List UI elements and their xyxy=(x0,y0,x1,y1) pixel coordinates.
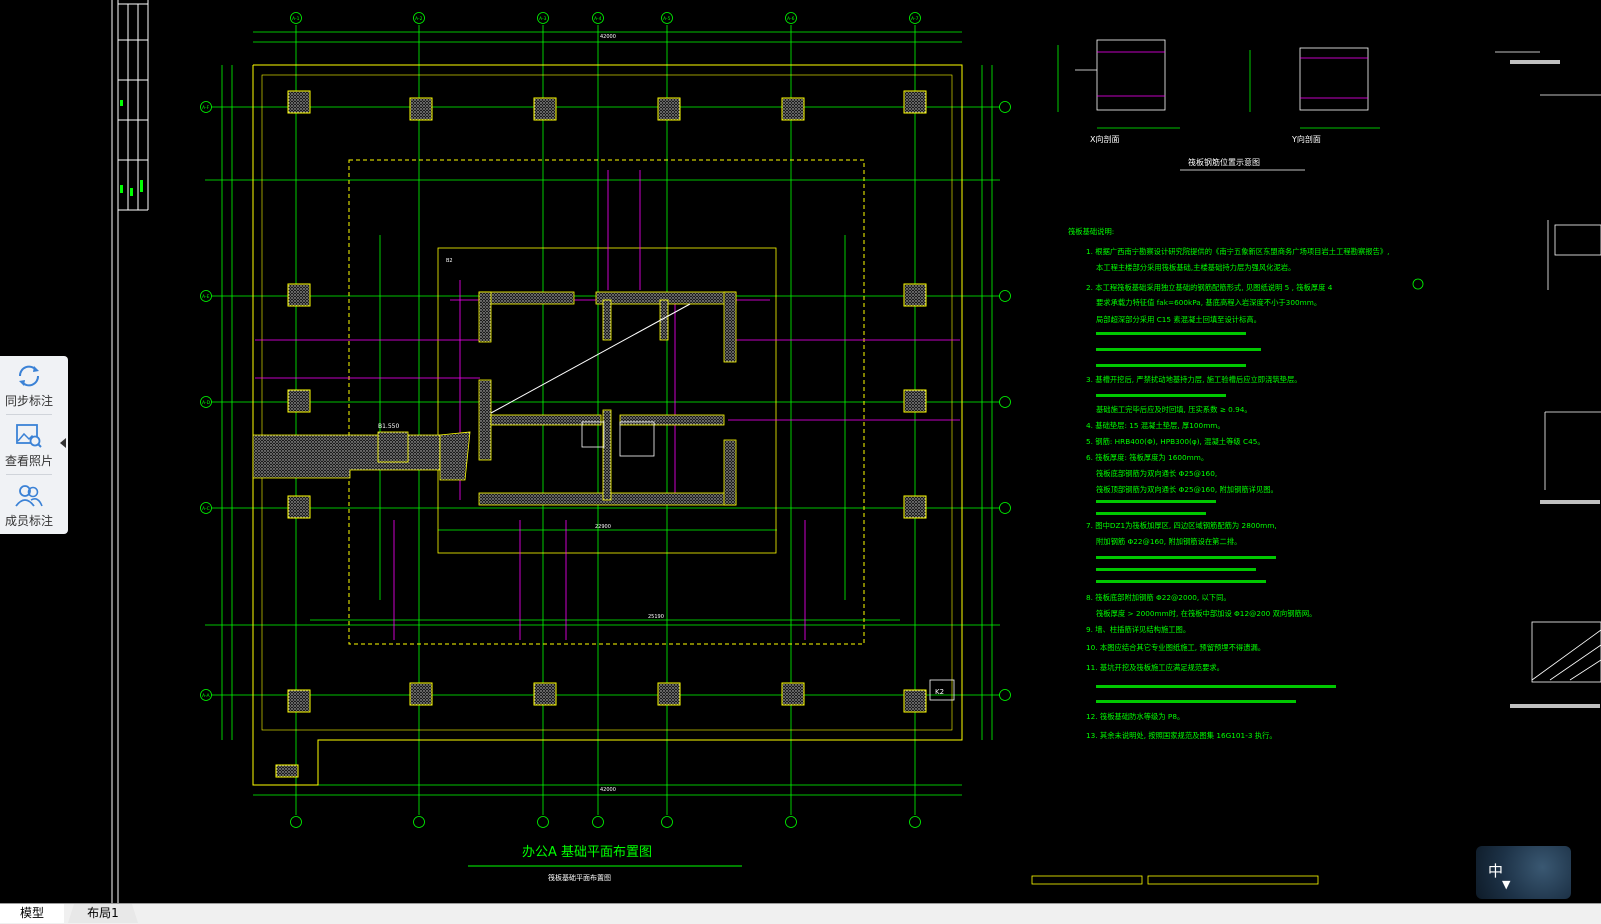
right-partial-details xyxy=(1495,51,1601,683)
sync-icon xyxy=(18,365,40,387)
side-tool-panel: 同步标注 查看照片 成员标注 xyxy=(0,356,68,534)
bottom-legend-bars xyxy=(1031,875,1319,885)
notes-title: 筏板基础说明: xyxy=(1068,227,1114,236)
axis-labels: A-1 A-2 A-3 A-4 A-5 A-6 A-7 A-F A-E A-D … xyxy=(202,16,919,699)
mark-b2: B2 xyxy=(446,258,453,264)
columns xyxy=(275,90,927,778)
axis-top-5: A-5 xyxy=(663,16,671,22)
tab-model[interactable]: 模型 xyxy=(0,904,64,923)
k2-mark xyxy=(929,679,955,701)
title-block xyxy=(111,0,149,903)
member-annotation-label: 成员标注 xyxy=(4,514,53,528)
note-5: 5. 钢筋: HRB400(Φ), HPB300(φ), 混凝土等级 C45。 xyxy=(1086,437,1265,446)
axis-top-2: A-2 xyxy=(415,16,423,22)
section-y-label: Y向剖面 xyxy=(1291,134,1321,144)
view-photo-button[interactable]: 查看照片 xyxy=(0,416,58,472)
note-9: 9. 墙、柱插筋详见结构施工图。 xyxy=(1086,625,1190,634)
dim-inner-x: 22900 xyxy=(595,524,611,530)
right-label-bar-2 xyxy=(1540,500,1600,504)
axis-top-1: A-1 xyxy=(292,16,300,22)
axis-side-c: A-C xyxy=(202,506,210,512)
core-openings xyxy=(581,421,655,457)
axis-top-7: A-7 xyxy=(911,16,919,22)
raft-outline xyxy=(252,64,963,786)
axis-top-6: A-6 xyxy=(787,16,795,22)
axis-side-d: A-D xyxy=(202,400,211,406)
notes-filler-lines xyxy=(1096,332,1336,703)
axis-side-a: A-A xyxy=(202,693,211,699)
axis-top-4: A-4 xyxy=(594,16,602,22)
note-6c: 筏板顶部钢筋为双向通长 Φ25@160, 附加钢筋详见图。 xyxy=(1096,485,1278,494)
dim-core-x: 25190 xyxy=(648,614,664,620)
members-icon xyxy=(15,485,43,507)
collapse-panel-arrow-icon[interactable] xyxy=(60,438,66,448)
dimension-lines xyxy=(221,31,993,796)
note-12: 12. 筏板基础防水等级为 P8。 xyxy=(1086,712,1184,721)
axis-side-e: A-E xyxy=(202,294,210,300)
member-annotation-button[interactable]: 成员标注 xyxy=(0,476,58,532)
note-6: 6. 筏板厚度: 筏板厚度为 1600mm。 xyxy=(1086,453,1208,462)
note-7b: 附加钢筋 Φ22@160, 附加钢筋设在第二排。 xyxy=(1096,537,1241,546)
note-13: 13. 其余未说明处, 按照国家规范及图集 16G101-3 执行。 xyxy=(1086,731,1277,740)
sync-annotation-label: 同步标注 xyxy=(4,394,53,408)
note-7: 7. 图中DZ1为筏板加厚区, 四边区域钢筋配筋为 2800mm, xyxy=(1086,521,1277,530)
photo-search-icon xyxy=(16,424,42,448)
right-label-bar-3 xyxy=(1510,704,1600,708)
dim-overall-x-bottom: 42000 xyxy=(600,787,616,793)
axis-top-3: A-3 xyxy=(539,16,547,22)
note-2: 2. 本工程筏板基础采用独立基础的钢筋配筋形式, 见图纸说明 5 , 筏板厚度 … xyxy=(1086,283,1333,292)
note-10: 10. 本图应结合其它专业图纸施工, 预留预埋不得遗漏。 xyxy=(1086,643,1265,652)
ime-mode-char: 中 xyxy=(1488,862,1504,880)
note-2b: 要求承载力特征值 fak=600kPa, 基底高程入岩深度不小于300mm。 xyxy=(1096,298,1321,307)
dim-overall-x-top: 42000 xyxy=(600,34,616,40)
axis-side-f: A-F xyxy=(202,105,210,111)
core-walls xyxy=(478,291,737,506)
sync-annotation-button[interactable]: 同步标注 xyxy=(0,356,58,412)
section-detail-x xyxy=(1057,39,1180,129)
note-11: 11. 基坑开挖及筏板施工应满足规范要求。 xyxy=(1086,663,1224,672)
section-note-title: 筏板钢筋位置示意图 xyxy=(1188,157,1260,167)
note-1: 1. 根据广西南宁勘察设计研究院提供的《南宁五象新区东盟商务广场项目岩土工程勘察… xyxy=(1086,247,1389,256)
note-8: 8. 筏板底部附加钢筋 Φ22@2000, 以下同。 xyxy=(1086,593,1231,602)
rebar-lines xyxy=(255,170,960,640)
section-detail-y xyxy=(1249,47,1380,129)
axis-bubbles xyxy=(200,12,1011,828)
left-slab xyxy=(252,431,471,481)
note-2c: 局部超深部分采用 C15 素混凝土回填至设计标高。 xyxy=(1096,315,1261,324)
drawing-subtitle: 筏板基础平面布置图 xyxy=(548,873,611,882)
core-diagonal xyxy=(490,303,691,414)
mark-b1: B1.550 xyxy=(378,423,399,430)
foundation-notes: 筏板基础说明: 1. 根据广西南宁勘察设计研究院提供的《南宁五象新区东盟商务广场… xyxy=(1068,227,1389,740)
note-8b: 筏板厚度 > 2000mm时, 在筏板中部加设 Φ12@200 双向钢筋网。 xyxy=(1096,609,1316,618)
right-label-bar-1 xyxy=(1510,60,1560,64)
note-circle-mark xyxy=(1412,278,1424,290)
k2-label: K2 xyxy=(935,688,944,696)
ime-skin-icon: ▼ xyxy=(1502,878,1511,891)
note-1b: 本工程主楼部分采用筏板基础,主楼基础持力层为强风化泥岩。 xyxy=(1096,263,1295,272)
note-3: 3. 基槽开挖后, 严禁扰动地基持力层, 施工验槽后应立即浇筑垫层。 xyxy=(1086,375,1302,384)
note-3b: 基础施工完毕后应及时回填, 压实系数 ≥ 0.94。 xyxy=(1096,405,1252,414)
title-block-text xyxy=(120,100,143,196)
tab-layout1[interactable]: 布局1 xyxy=(68,904,138,923)
note-6b: 筏板底部钢筋为双向通长 Φ25@160, xyxy=(1096,469,1217,478)
ime-status-widget[interactable]: 中 ▼ xyxy=(1476,846,1571,899)
view-photo-label: 查看照片 xyxy=(4,454,53,468)
drawing-title: 办公A 基础平面布置图 xyxy=(522,845,652,860)
note-4: 4. 基础垫层: 15 混凝土垫层, 厚100mm。 xyxy=(1086,421,1225,430)
section-x-label: X向剖面 xyxy=(1090,134,1119,144)
layout-tab-bar: 模型 布局1 xyxy=(0,903,1601,924)
